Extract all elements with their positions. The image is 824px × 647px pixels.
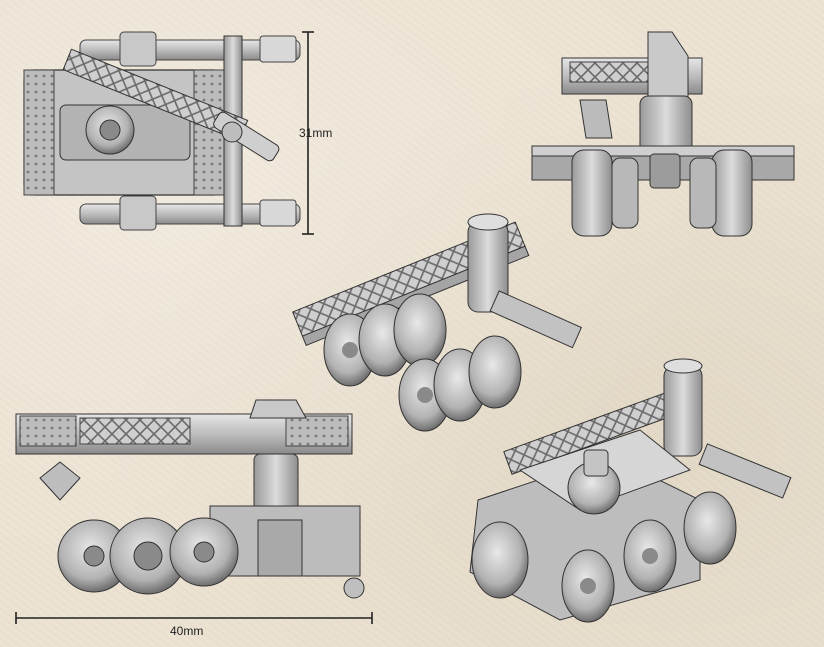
- top-view: [23, 31, 301, 231]
- iso-view-chassis-only: [292, 213, 583, 432]
- width-dimension-line: [15, 612, 373, 624]
- height-dimension-label: 31mm: [299, 126, 333, 140]
- width-dimension-label: 40mm: [170, 624, 204, 638]
- iso-view-assembled: [469, 358, 792, 623]
- front-view: [531, 31, 795, 237]
- height-dimension-line: [302, 31, 314, 235]
- side-view: [15, 399, 365, 599]
